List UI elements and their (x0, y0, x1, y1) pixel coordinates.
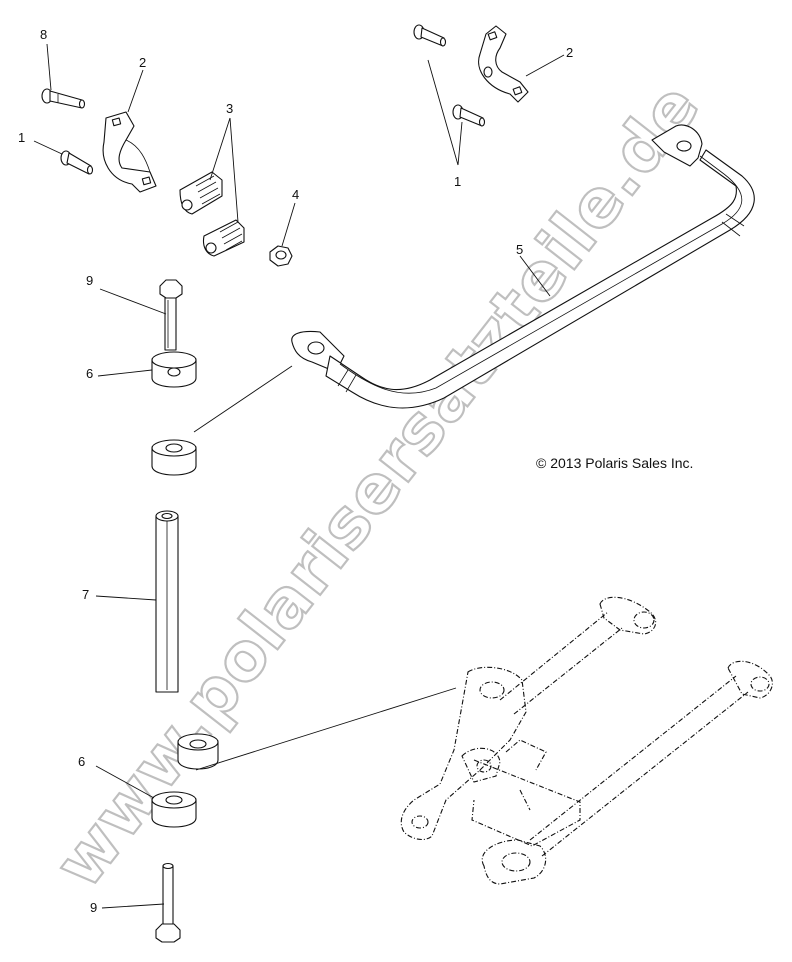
callout-5: 5 (516, 242, 523, 257)
nut-4 (269, 245, 293, 267)
clamp-2-left (102, 111, 157, 193)
bolt-9-bottom (155, 862, 181, 943)
leader-6-top (97, 369, 153, 377)
callout-1-right: 1 (454, 174, 461, 189)
callout-6-top: 6 (86, 366, 93, 381)
leader-5 (519, 255, 551, 297)
leader-6-bottom (95, 765, 155, 799)
stabilizer-bar-5 (291, 124, 755, 409)
a-arm-frame (400, 596, 773, 885)
projection-line-bar (193, 365, 293, 433)
callout-1-left: 1 (18, 130, 25, 145)
callout-8: 8 (40, 27, 47, 42)
leader-4 (281, 202, 296, 247)
bushing-6-bottom-upper (177, 733, 219, 770)
leader-1-left (33, 140, 63, 155)
callout-2-right: 2 (566, 45, 573, 60)
leader-2-left (127, 69, 144, 113)
bolt-1-left (60, 150, 94, 175)
callout-6-bottom: 6 (78, 754, 85, 769)
leader-7 (95, 595, 157, 601)
bushing-6-top (151, 351, 197, 388)
copyright-text: © 2013 Polaris Sales Inc. (536, 455, 693, 471)
bushing-3-bottom (202, 219, 245, 257)
leader-1-right (427, 59, 463, 166)
bolt-8 (41, 88, 86, 109)
watermark-text: www.polarisersatzteile.de (40, 68, 715, 901)
callout-7: 7 (82, 587, 89, 602)
callout-4: 4 (292, 187, 299, 202)
callout-9-bottom: 9 (90, 900, 97, 915)
leader-3 (209, 117, 239, 223)
bushing-3-top (179, 171, 223, 215)
bolt-9-top (159, 279, 183, 351)
leader-8 (46, 43, 52, 91)
bolt-1-right-upper (413, 24, 447, 47)
projection-line-frame (195, 687, 457, 771)
bushing-6-top-lower (151, 439, 197, 476)
callout-2-left: 2 (139, 55, 146, 70)
spacer-tube-7 (155, 510, 179, 693)
clamp-2-right (478, 25, 529, 103)
leader-9-top (99, 288, 167, 315)
bushing-6-bottom-lower (151, 791, 197, 828)
bolt-1-right-lower (452, 104, 486, 127)
leader-9-bottom (101, 903, 165, 909)
callout-3: 3 (226, 101, 233, 116)
leader-2-right (525, 54, 565, 77)
callout-9-top: 9 (86, 273, 93, 288)
